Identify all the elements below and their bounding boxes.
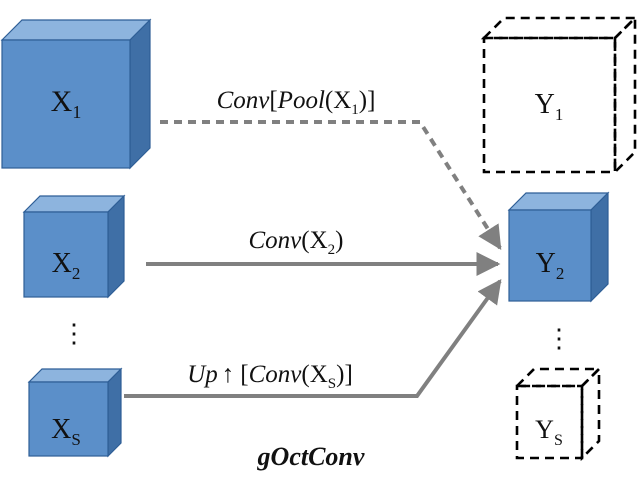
- input-label-xs: XS: [51, 414, 81, 449]
- cube-side-face: [107, 367, 122, 458]
- cube-side-face: [580, 365, 601, 462]
- output-label-y1: Y1: [535, 89, 564, 124]
- output-ellipsis: ⋮: [546, 324, 572, 353]
- input-label-x1: X1: [51, 85, 82, 122]
- output-label-y2: Y2: [536, 248, 565, 283]
- cube-top-face: [513, 367, 603, 388]
- output-label-ys: YS: [535, 415, 563, 449]
- cube-front-face: [515, 384, 584, 460]
- cube-top-face: [22, 195, 126, 213]
- cube-top-face: [27, 368, 123, 383]
- pool-conv-arrow: [160, 120, 502, 251]
- output-cube-y1: Y1: [480, 14, 639, 176]
- cube-top-face: [0, 19, 152, 41]
- diagram-caption: gOctConv: [257, 442, 365, 471]
- input-ellipsis: ⋮: [61, 319, 87, 348]
- cube-side-face: [107, 194, 125, 299]
- cube-front-face: [482, 36, 617, 174]
- cube-front-face: [508, 209, 592, 302]
- upsample-conv-arrow: [124, 279, 502, 398]
- input-cube-x2: X2: [22, 194, 126, 299]
- input-cube-xs: XS: [27, 367, 123, 458]
- upsample-conv-label: Up↑[Conv(XS)]: [187, 361, 353, 392]
- pool-conv-label: Conv[Pool(X1)]: [217, 87, 376, 118]
- cube-side-face: [590, 191, 609, 303]
- output-cube-y2: Y2: [507, 191, 610, 303]
- cube-side-face: [129, 18, 151, 170]
- cube-front-face: [23, 211, 109, 298]
- input-cube-x1: X1: [0, 18, 152, 170]
- conv-label: Conv(X2): [249, 227, 344, 258]
- input-label-x2: X2: [52, 248, 81, 283]
- cube-top-face: [480, 16, 639, 40]
- cube-front-face: [1, 39, 131, 169]
- output-cube-ys: YS: [513, 365, 603, 462]
- cube-front-face: [28, 381, 109, 457]
- cube-side-face: [613, 14, 637, 176]
